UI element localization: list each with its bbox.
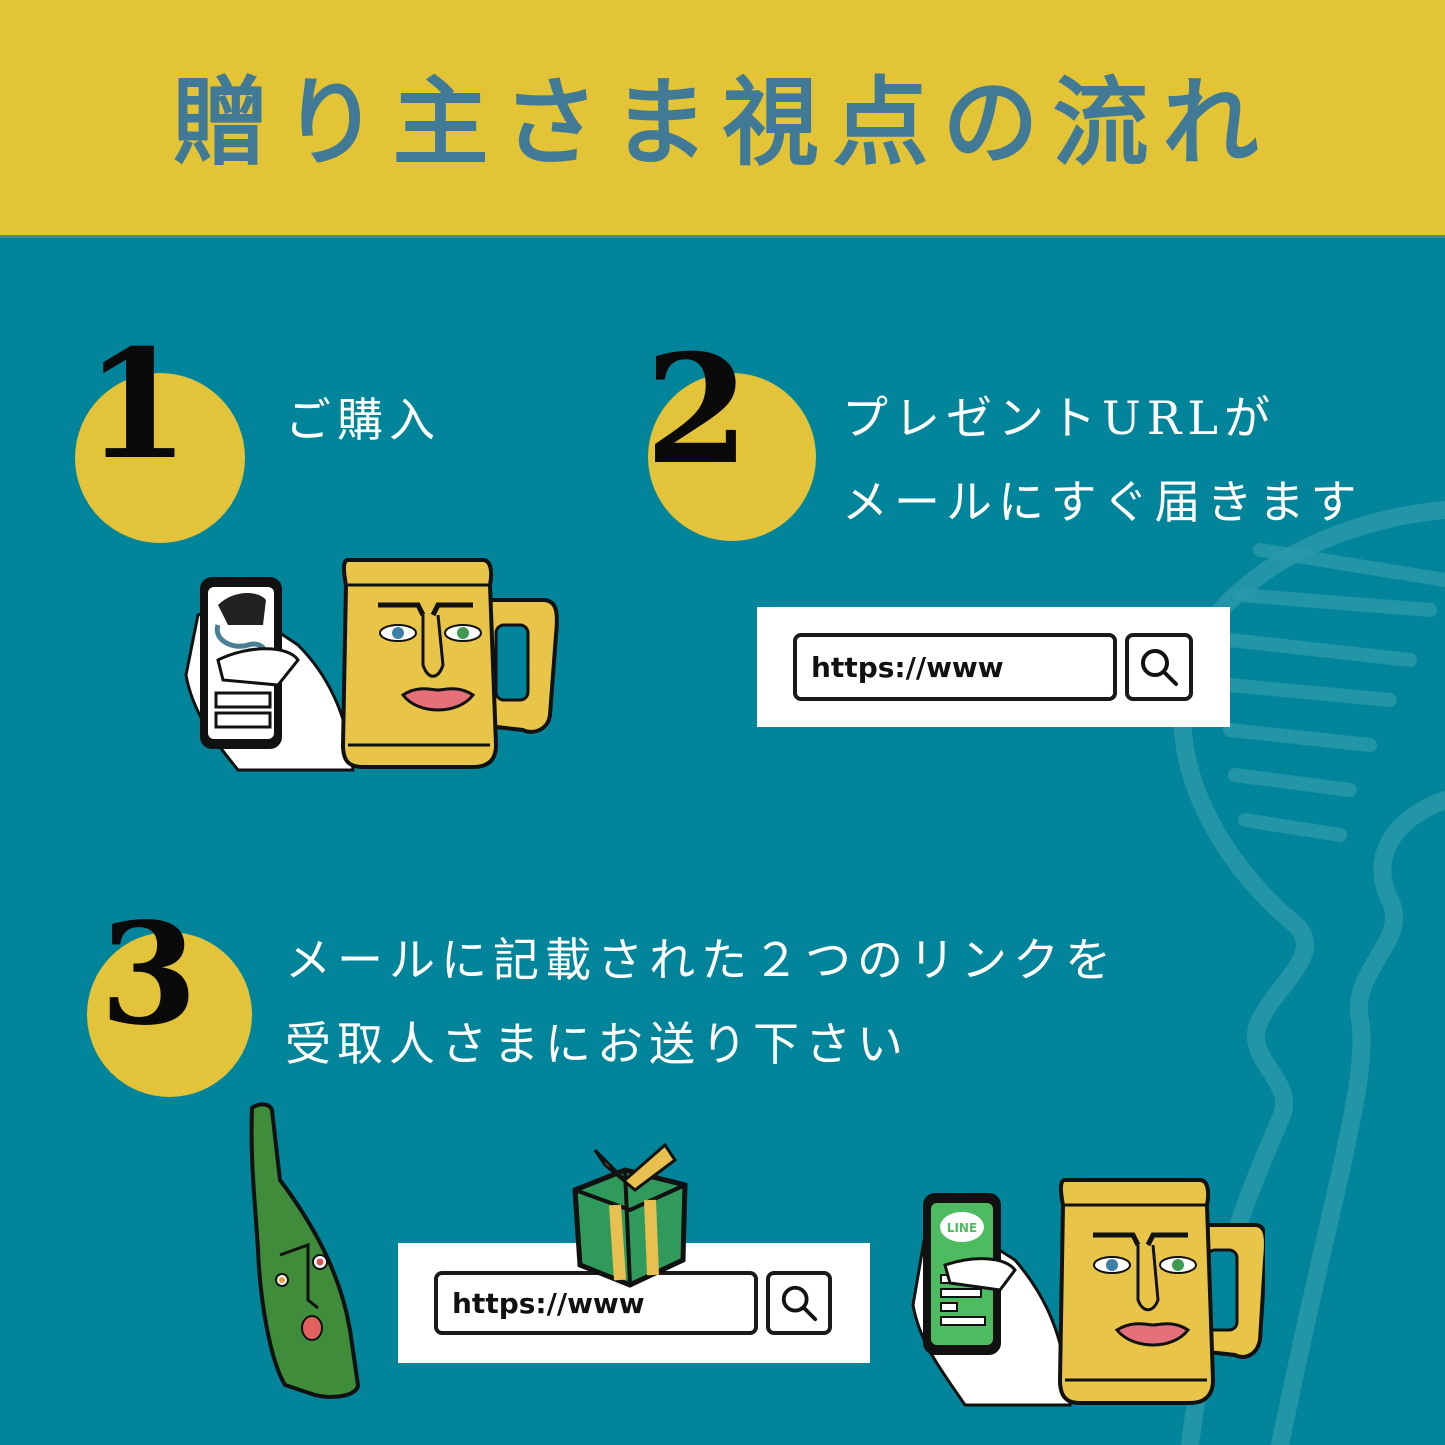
- step-2-url-input[interactable]: https://www: [793, 633, 1117, 701]
- step-3-number: 3: [100, 893, 198, 1057]
- search-icon: [1141, 649, 1178, 686]
- beer-mug-face-icon: [340, 558, 559, 769]
- step-1-illustration: [184, 558, 559, 772]
- step-2-text: プレゼントURLが メールにすぐ届きます: [842, 391, 1363, 529]
- header-banner: 贈り主さま視点の流れ: [0, 0, 1445, 238]
- step-2-number: 2: [645, 322, 750, 498]
- step-3-text: メールに記載された２つのリンクを 受取人さまにお送り下さい: [285, 933, 1117, 1071]
- step-1-circle: [75, 373, 245, 543]
- search-icon: [781, 1285, 818, 1322]
- gift-box-icon: [572, 1142, 688, 1288]
- line-badge-text: LINE: [947, 1221, 977, 1235]
- step-1-text: ご購入: [285, 393, 441, 447]
- step-2-url-bar-card: https://www: [757, 607, 1230, 727]
- step-1-number: 1: [85, 317, 190, 493]
- green-bottle-face-icon: [249, 1102, 361, 1399]
- step-3-line-phone-mug-illustration: LINE: [911, 1178, 1265, 1407]
- step-3-search-button[interactable]: [766, 1271, 832, 1335]
- page-title: 贈り主さま視点の流れ: [172, 66, 1273, 179]
- step-2-search-button[interactable]: [1125, 633, 1193, 701]
- step-2-circle: [648, 373, 816, 541]
- beer-mug-face-icon: [1057, 1178, 1265, 1405]
- step-3-circle: [87, 932, 252, 1097]
